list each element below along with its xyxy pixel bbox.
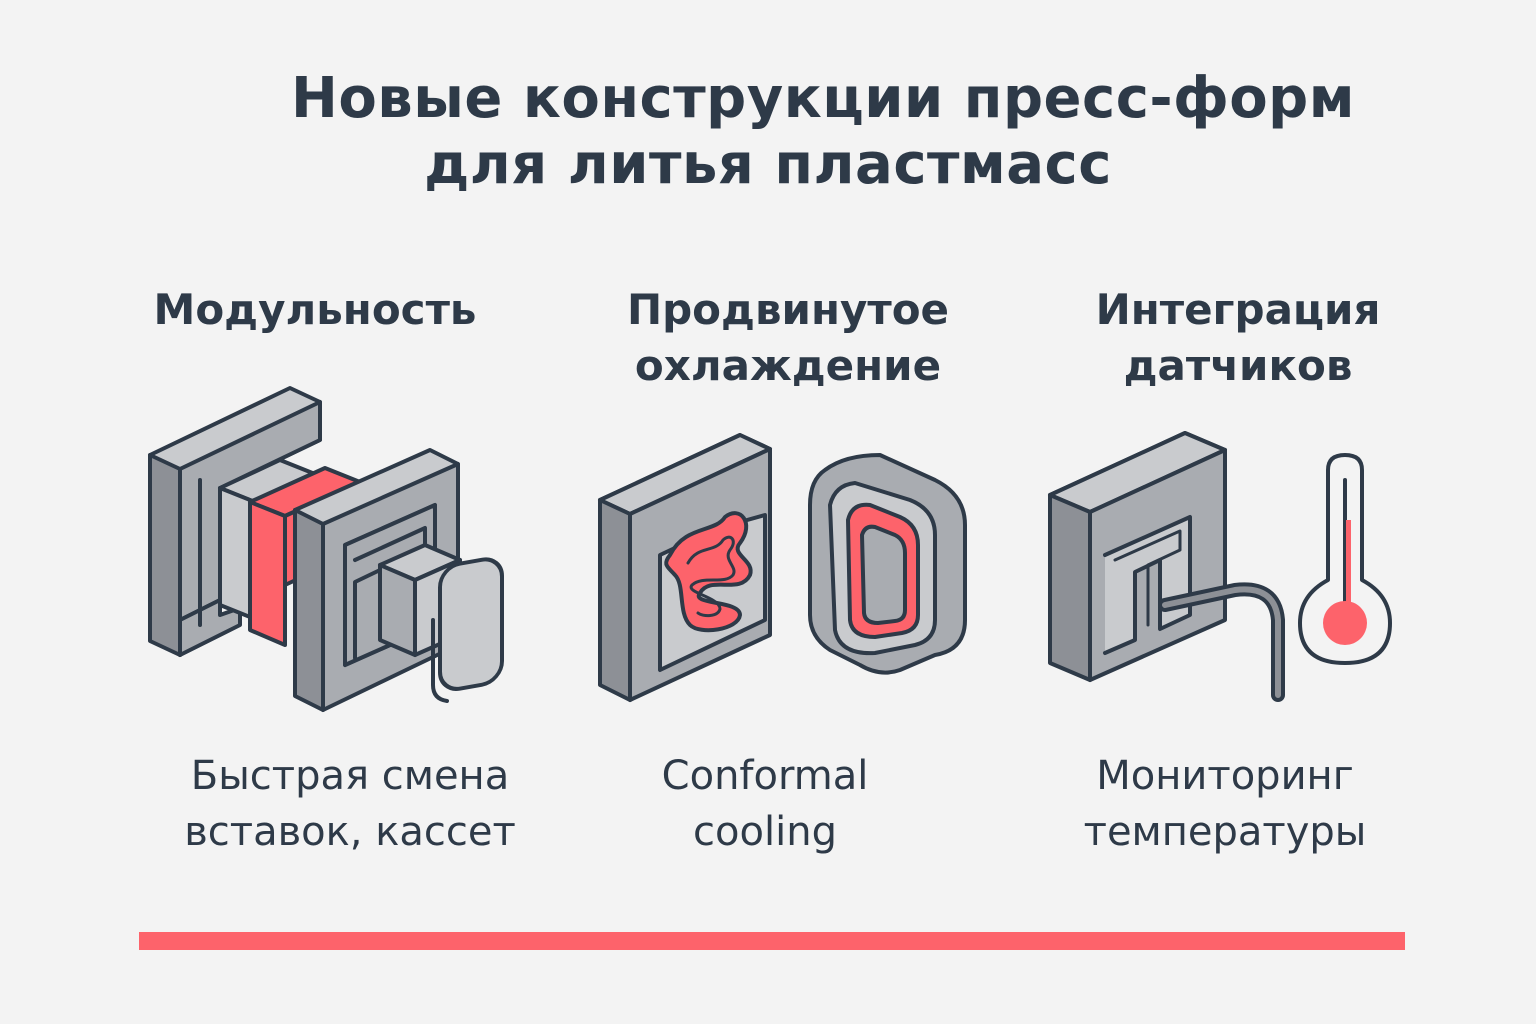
page-title-line-1: Новые конструкции пресс-форм — [290, 66, 1356, 131]
sensor-thermometer-icon — [1048, 431, 1392, 702]
feature-desc-sensors-line-1: Мониторинг — [1096, 753, 1354, 799]
feature-title-sensors-line-1: Интеграция — [1095, 285, 1381, 334]
feature-title-sensors-line-2: датчиков — [1123, 341, 1353, 390]
ejector-block — [378, 543, 462, 657]
feature-title-cooling-line-2: охлаждение — [634, 341, 942, 390]
feature-desc-cooling: Conformal cooling — [565, 748, 965, 860]
accent-bar — [139, 932, 1405, 950]
feature-desc-sensors: Мониторинг температуры — [1025, 748, 1425, 860]
feature-desc-cooling-line-2: cooling — [693, 809, 837, 855]
feature-title-modularity: Модульность — [115, 282, 515, 338]
conformal-cooling-icon — [598, 433, 967, 702]
feature-title-modularity-line-1: Модульность — [153, 285, 477, 334]
feature-desc-modularity: Быстрая смена вставок, кассет — [150, 748, 550, 860]
feature-title-cooling-line-1: Продвинутое — [626, 285, 950, 334]
modular-mold-icon — [148, 386, 504, 712]
feature-title-sensors: Интеграция датчиков — [1038, 282, 1438, 394]
feature-title-cooling: Продвинутое охлаждение — [588, 282, 988, 394]
sensor-block — [1048, 431, 1227, 682]
cooling-ring-insert — [808, 453, 967, 675]
thermometer-icon — [1298, 453, 1392, 665]
page-title: Новые конструкции пресс-форм для литья п… — [0, 66, 1536, 198]
feature-desc-sensors-line-2: температуры — [1083, 809, 1367, 855]
back-plate — [148, 386, 322, 657]
knob-cap — [431, 557, 504, 703]
feature-desc-cooling-line-1: Conformal — [661, 753, 869, 799]
page-title-line-2: для литья пластмасс — [424, 132, 1112, 197]
feature-desc-modularity-line-1: Быстрая смена — [190, 753, 510, 799]
feature-desc-modularity-line-2: вставок, кассет — [184, 809, 516, 855]
